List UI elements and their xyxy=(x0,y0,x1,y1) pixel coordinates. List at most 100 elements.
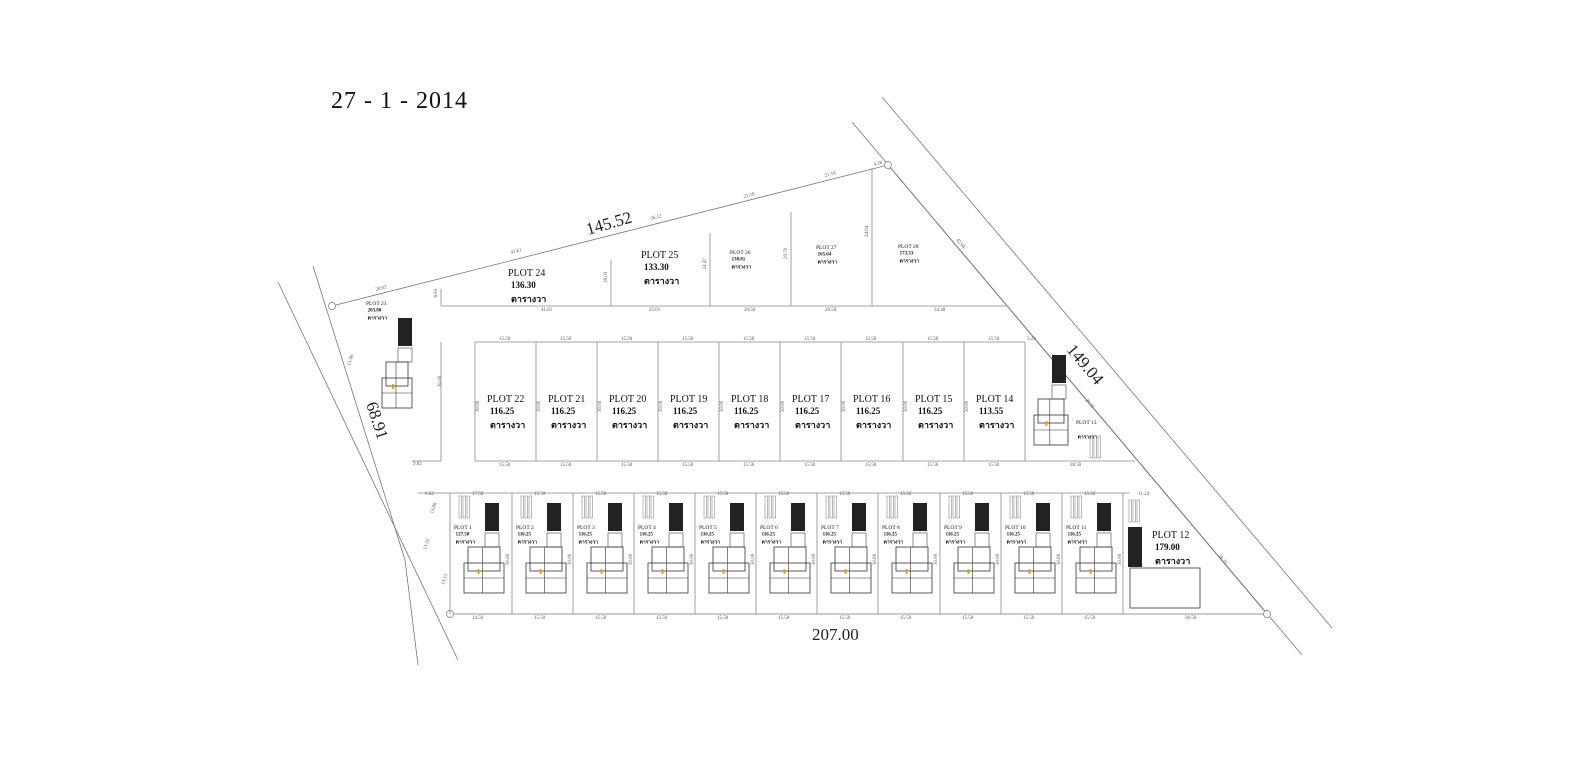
porch xyxy=(484,532,500,548)
plot-area: 116.25 xyxy=(673,406,698,416)
porch xyxy=(1096,532,1112,548)
plot-name: PLOT 28 xyxy=(898,244,919,250)
plot-area: 116.25 xyxy=(884,533,898,538)
plot-name: PLOT 24 xyxy=(508,268,545,279)
room-upper xyxy=(1079,546,1113,572)
parking-stripe xyxy=(948,495,952,519)
dimension-label: 28.35 xyxy=(1216,554,1227,566)
plot-name: PLOT 25 xyxy=(641,250,678,261)
plot-name: PLOT 10 xyxy=(1005,525,1026,531)
parking-stripe xyxy=(886,495,890,519)
plot-area: 116.25 xyxy=(823,533,837,538)
dimension-label: 6.62 xyxy=(425,492,434,497)
plot-area: 116.25 xyxy=(734,406,759,416)
dimension-label: 41.61 xyxy=(510,248,523,256)
parking-stripe xyxy=(1070,495,1074,519)
dimension-label: 15.50 xyxy=(595,616,607,621)
carport-roof xyxy=(1036,503,1050,531)
plot-name: PLOT 2 xyxy=(516,525,534,531)
dimension-label: 17.50 xyxy=(472,492,484,497)
house-floor-plan xyxy=(1075,503,1117,594)
survey-marker xyxy=(884,161,892,169)
dimension-label: 15.50 xyxy=(988,463,1000,468)
parking-stripe xyxy=(764,495,768,519)
dimension-label: 15.50 xyxy=(900,616,912,621)
carport-roof xyxy=(1097,503,1111,531)
dimension-label: 13.15 xyxy=(441,573,449,586)
plot-name: PLOT 1 xyxy=(454,525,472,531)
plot-area-unit: ตารางวา xyxy=(856,421,891,431)
dimension-label: 15.50 xyxy=(778,492,790,497)
parking-stripe xyxy=(890,495,894,519)
dimension-label: 4.28 xyxy=(873,161,883,168)
house-floor-plan xyxy=(708,503,750,594)
room-upper xyxy=(1037,398,1065,424)
dimension-label: 9.82 xyxy=(413,462,422,467)
plot-area: 116.25 xyxy=(551,406,576,416)
top-length-label: 145.52 xyxy=(584,208,634,239)
parking-stripe xyxy=(952,495,956,519)
dimension-label: 29.35 xyxy=(1083,398,1094,410)
carport-roof xyxy=(485,503,499,531)
plot-area-unit: ตารางวา xyxy=(979,421,1014,431)
dimension-label: 30.00 xyxy=(1118,553,1123,565)
plot-area: 116.25 xyxy=(579,533,593,538)
parking-stripe xyxy=(1013,495,1017,519)
dimension-label: 15.50 xyxy=(534,492,546,497)
room-upper xyxy=(1018,546,1052,572)
plot-name: PLOT 4 xyxy=(638,525,656,531)
parking-stripe xyxy=(581,495,585,519)
door xyxy=(539,569,542,574)
plot-area-unit: ตารางวา xyxy=(644,277,679,287)
carport-roof xyxy=(791,503,805,531)
door xyxy=(600,569,603,574)
porch xyxy=(668,532,684,548)
plot-area-unit: ตารางวา xyxy=(884,539,904,545)
dimension-label: 15.50 xyxy=(499,463,511,468)
plot-area: 116.25 xyxy=(1068,533,1082,538)
porch xyxy=(607,532,623,548)
carport-roof xyxy=(1128,527,1142,567)
parking-stripe xyxy=(1017,495,1021,519)
dimension-label: 30.00 xyxy=(659,400,664,412)
plot-name: PLOT 8 xyxy=(882,525,900,531)
house-floor-plan xyxy=(830,503,872,594)
plot-area: 136.30 xyxy=(511,280,536,290)
parking-stripe xyxy=(833,495,837,519)
plot-area-unit: ตารางวา xyxy=(490,421,525,431)
left-boundary-line xyxy=(277,281,459,661)
dimension-label: 21.16 xyxy=(824,171,837,179)
carport-roof xyxy=(547,503,561,531)
porch xyxy=(546,532,562,548)
plot-area: 133.30 xyxy=(644,262,669,272)
dimension-label: 34.48 xyxy=(934,308,946,313)
dimension-label: 15.50 xyxy=(1084,616,1096,621)
room-upper xyxy=(834,546,868,572)
parking-stripe xyxy=(466,495,470,519)
plot-area: 116.25 xyxy=(640,533,654,538)
dimension-label: 15.50 xyxy=(900,492,912,497)
plot-name: PLOT 21 xyxy=(548,394,585,405)
porch xyxy=(790,532,806,548)
parking-stripe xyxy=(1089,435,1093,459)
plot-area-unit: ตารางวา xyxy=(612,421,647,431)
dimension-label: 30.00 xyxy=(506,553,511,565)
dimension-label: 3.24 xyxy=(1027,337,1036,342)
plot-name: PLOT 17 xyxy=(792,394,829,405)
plot-area-unit: ตารางวา xyxy=(918,421,953,431)
plot-area-unit: ตารางวา xyxy=(511,295,546,305)
plot-area-unit: ตารางวา xyxy=(456,539,476,545)
house-floor-plan xyxy=(586,503,628,594)
plan-date: 27 - 1 - 2014 xyxy=(331,88,468,114)
dimension-label: 36.50 xyxy=(1185,616,1197,621)
room-upper xyxy=(467,546,501,572)
house-floor-plan xyxy=(891,503,933,594)
dimension-label: 15.50 xyxy=(621,337,633,342)
